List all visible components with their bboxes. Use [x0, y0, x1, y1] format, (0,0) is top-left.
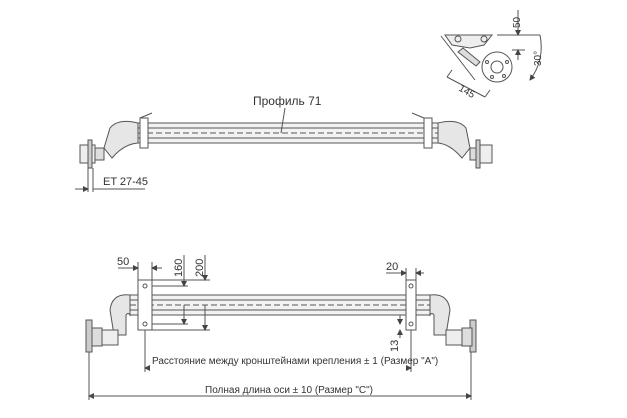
- top-axle-view: [75, 107, 493, 192]
- profile-label: Профиль 71: [253, 94, 322, 108]
- dim-a-label: Расстояние между кронштейнами крепления …: [152, 356, 438, 367]
- dim-20: 20: [386, 261, 398, 273]
- dim-160: 160: [173, 259, 185, 277]
- side-detail-view: [440, 10, 542, 98]
- dim-angle-30: 30°: [533, 51, 544, 66]
- bottom-axle-view: [85, 255, 477, 400]
- et-offset-label: ET 27-45: [103, 176, 148, 188]
- dim-200: 200: [194, 259, 206, 277]
- dim-50-bracket: 50: [117, 256, 129, 268]
- dim-c-label: Полная длина оси ± 10 (Размер "C"): [205, 385, 373, 396]
- dim-145: 145: [457, 83, 477, 101]
- dim-13: 13: [389, 340, 401, 352]
- dim-50-top: 50: [512, 16, 523, 28]
